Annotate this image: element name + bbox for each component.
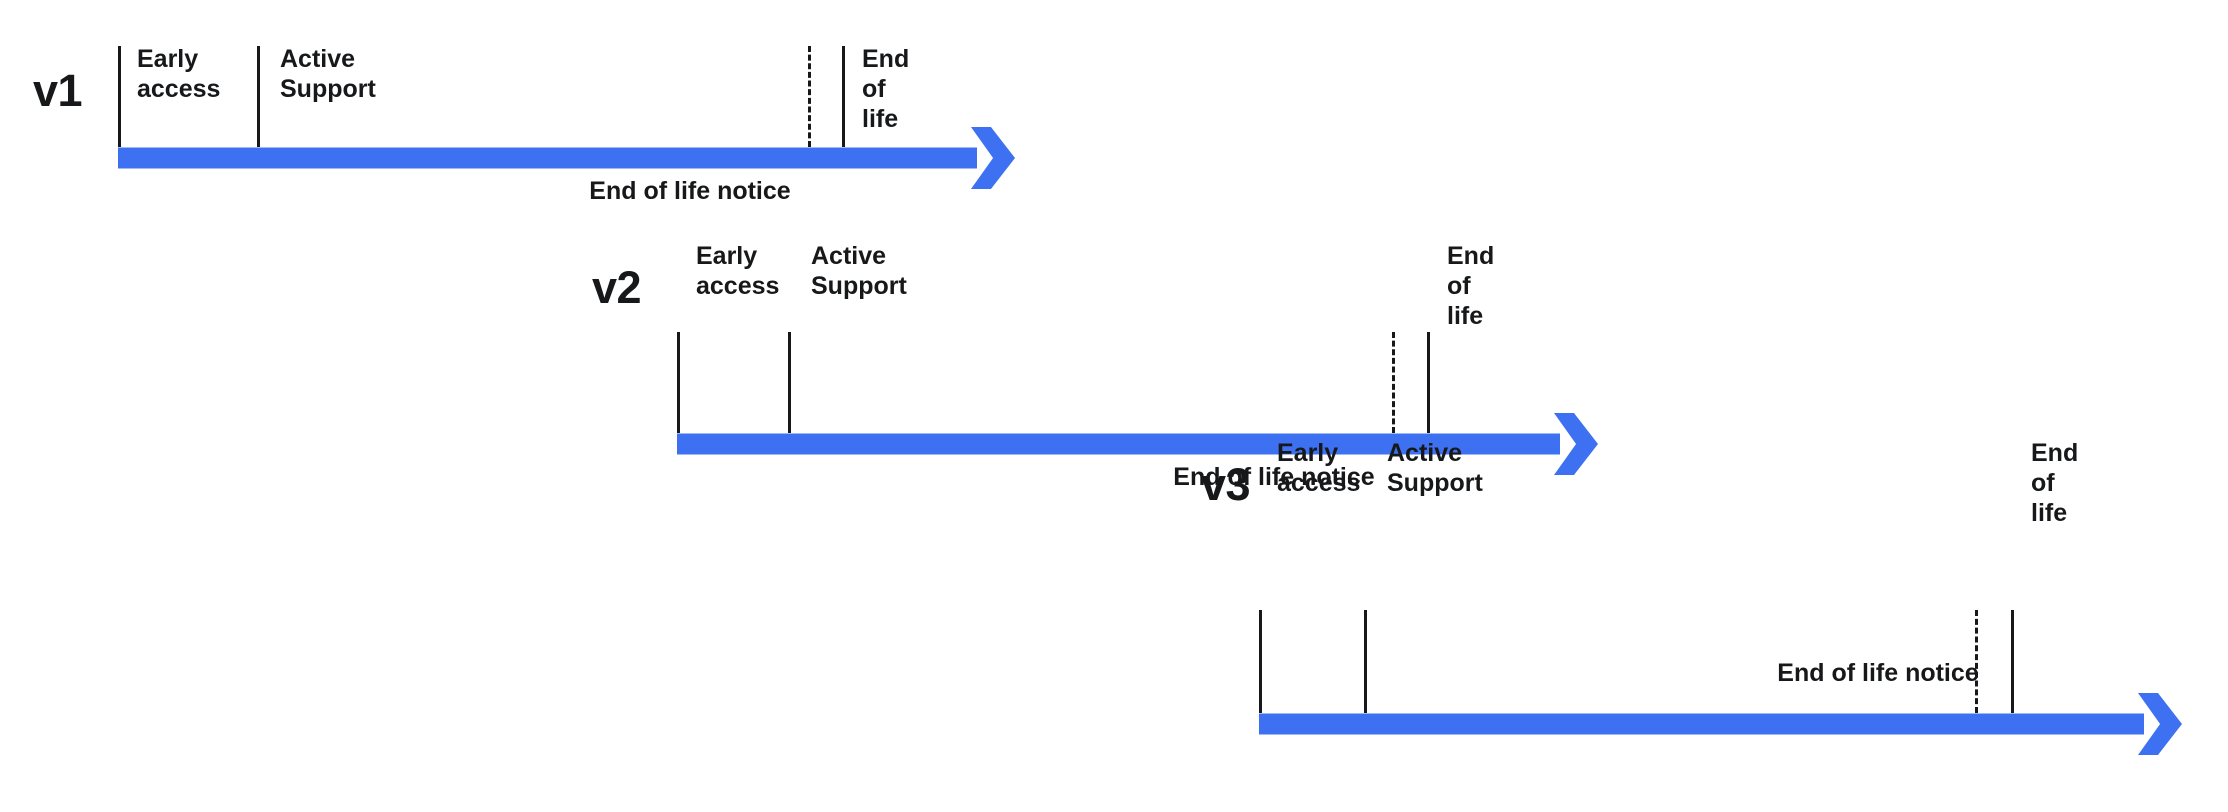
phase-divider-v2-2 — [788, 332, 791, 433]
phase-divider-v3-3 — [2011, 610, 2014, 713]
phase-divider-v1-2 — [257, 46, 260, 147]
phase-label-v1-active-support: Active Support — [280, 45, 376, 103]
phase-divider-v1-3 — [842, 46, 845, 147]
arrow-head-icon — [971, 126, 1015, 189]
phase-label-v1-end-of-life: End of life — [862, 45, 910, 133]
phase-divider-v2-3 — [1427, 332, 1430, 433]
phase-label-v3-end-of-life: End of life — [2031, 439, 2079, 527]
phase-label-v2-end-of-life: End of life — [1447, 242, 1495, 330]
eol-notice-marker-v3 — [1975, 610, 1978, 713]
timeline-arrow-v1 — [118, 126, 1015, 189]
phase-divider-v3-2 — [1364, 610, 1367, 713]
eol-notice-label-v2: End of life notice — [1173, 463, 1375, 491]
phase-divider-v2-1 — [677, 332, 680, 433]
version-label-v2: v2 — [592, 262, 642, 313]
phase-label-v3-active-support: Active Support — [1387, 439, 1483, 497]
phase-divider-v1-1 — [118, 46, 121, 147]
timeline-arrow-v2 — [677, 412, 1598, 475]
arrow-head-icon — [2138, 692, 2182, 755]
eol-notice-label-v1: End of life notice — [589, 177, 791, 205]
phase-label-v2-active-support: Active Support — [811, 242, 907, 300]
version-label-v3: v3 — [1201, 459, 1251, 510]
phase-divider-v3-1 — [1259, 610, 1262, 713]
arrow-head-icon — [1554, 412, 1598, 475]
phase-label-v1-early-access: Early access — [137, 45, 221, 103]
phase-label-v2-early-access: Early access — [696, 242, 780, 300]
eol-notice-marker-v1 — [808, 46, 811, 147]
timeline-arrow-v3 — [1259, 692, 2182, 755]
phase-label-v3-early-access: Early access — [1277, 439, 1361, 497]
eol-notice-marker-v2 — [1392, 332, 1395, 433]
version-label-v1: v1 — [33, 65, 83, 116]
eol-notice-label-v3: End of life notice — [1777, 659, 1979, 687]
